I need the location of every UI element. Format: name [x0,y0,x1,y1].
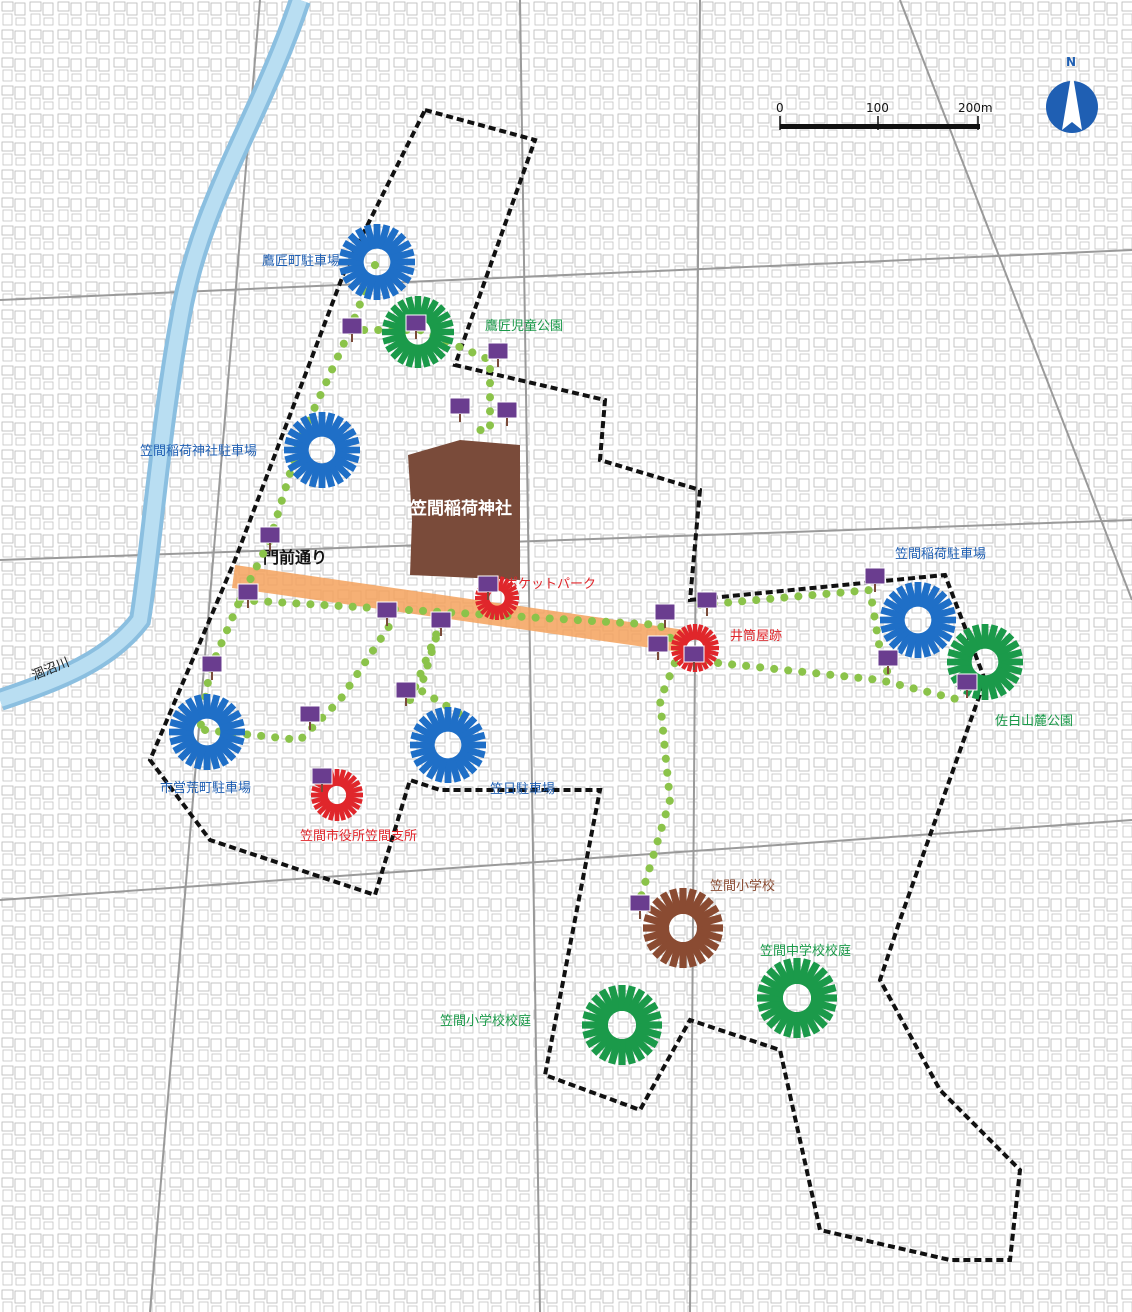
signboard-icon [629,894,651,919]
street-label: 門前通り [263,548,327,567]
signboard-icon [376,601,398,626]
label-city-office-branch: 笠間市役所笠間支所 [300,828,417,844]
scale-bar: 0 100 200m [776,101,993,130]
north-arrow-icon: N [1046,55,1098,133]
label-park-sashiroyama: 佐白山麓公園 [995,713,1073,729]
signboard-icon [395,681,417,706]
signboard-icon [405,314,427,339]
label-junior-high-yard: 笠間中学校校庭 [760,943,851,959]
signboard-icon [299,705,321,730]
parking-marker [339,224,415,300]
parking-marker [284,412,360,488]
signboard-icon [477,575,499,600]
signboard-icon [237,583,259,608]
label-parking-kasahi: 笠日駐車場 [490,782,555,797]
signboard-icon [201,655,223,680]
signboard-icon [696,591,718,616]
parking-marker [169,694,245,770]
scale-tick-0: 0 [776,101,784,115]
signboard-icon [430,611,452,636]
signboard-icon [449,397,471,422]
label-pocket-park: ポケットパーク [505,577,596,592]
north-label: N [1066,55,1076,69]
signboard-icon [259,526,281,551]
scale-tick-200: 200m [958,101,993,115]
label-elementary-yard: 笠間小学校校庭 [440,1013,531,1029]
scale-tick-100: 100 [866,101,889,115]
signboard-icon [647,635,669,660]
facility-marker [311,769,363,821]
signboard-icon [956,673,978,698]
label-parking-takumimachi: 鷹匠町駐車場 [262,254,340,269]
label-parking-shiyakusho-arai: 市営荒町駐車場 [160,780,251,796]
shrine-label: 笠間稲荷神社 [410,498,512,519]
signboard-icon [683,645,705,670]
signboard-icon [341,317,363,342]
park-marker [757,958,837,1038]
label-parking-inari-east: 笠間稲荷駐車場 [895,547,986,562]
park-marker [582,985,662,1065]
signboard-icon [654,603,676,628]
signboard-icon [487,342,509,367]
label-parking-inari-shrine: 笠間稲荷神社駐車場 [140,443,257,459]
label-park-takumi-children: 鷹匠児童公園 [485,318,563,334]
label-idoya-ruins: 井筒屋跡 [730,628,782,644]
parking-marker [410,707,486,783]
park-marker [382,296,454,368]
monzen-street [232,565,685,652]
shrine-area [408,440,520,580]
school-marker [643,888,723,968]
signboard-icon [877,649,899,674]
label-kasama-elementary: 笠間小学校 [710,878,775,894]
signboard-icon [496,401,518,426]
signboard-icon [311,767,333,792]
signboard-icon [864,567,886,592]
parking-marker [880,582,956,658]
